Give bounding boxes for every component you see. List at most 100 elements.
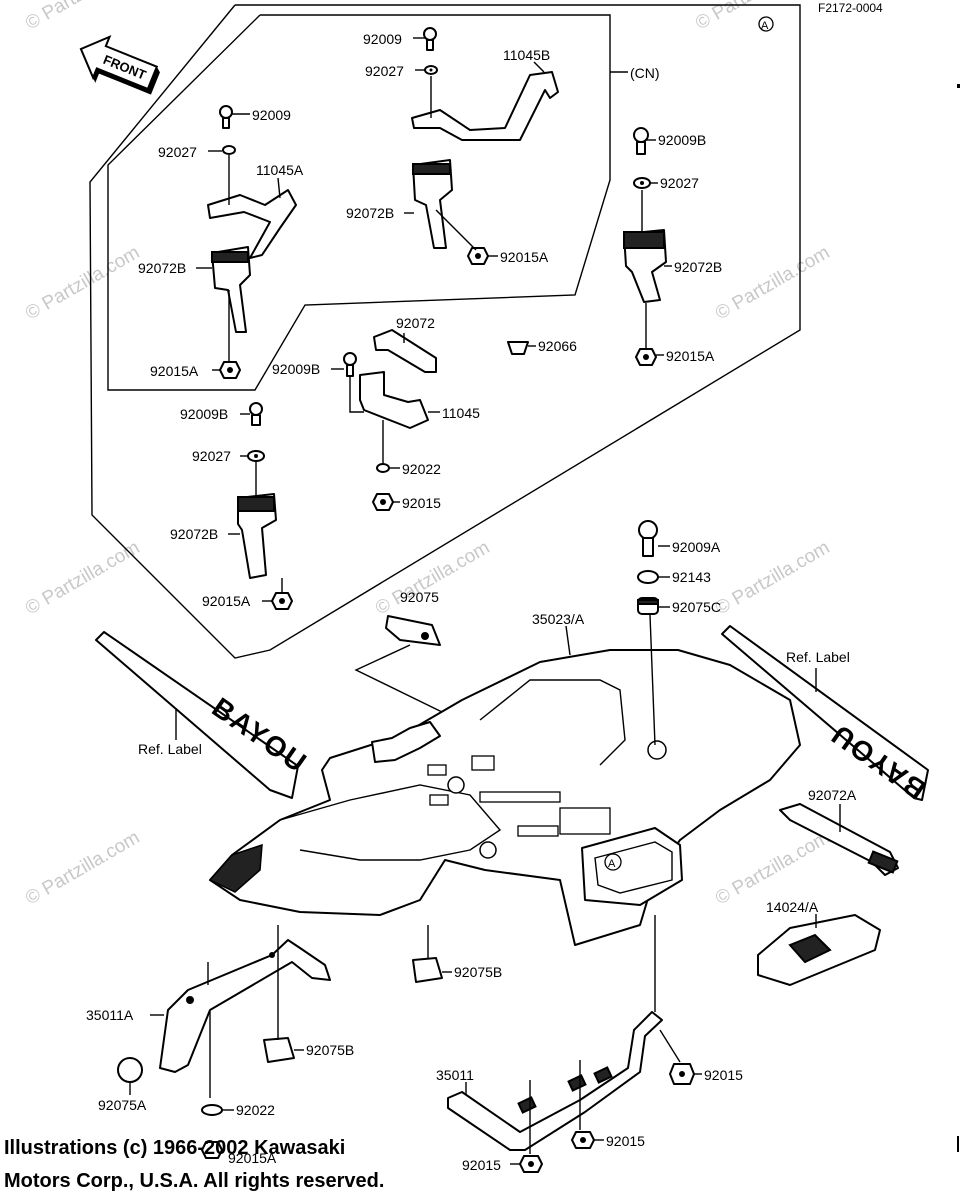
fender-underside — [208, 843, 263, 893]
callout-92072b: 92072B — [674, 259, 722, 275]
watermark: © Partzilla.com — [22, 537, 143, 619]
callout-92015a: 92015A — [202, 593, 251, 609]
callout-11045a: 11045A — [256, 162, 304, 178]
watermark: © Partzilla.com — [22, 0, 143, 34]
callout-92072a: 92072A — [808, 787, 857, 803]
watermark: © Partzilla.com — [712, 537, 833, 619]
fender-slot — [471, 755, 495, 771]
callout-92009b: 92009B — [272, 361, 320, 377]
fender-slot — [479, 791, 561, 803]
copyright-line-1: Illustrations (c) 1966-2002 Kawasaki — [4, 1137, 345, 1159]
fender-hole — [647, 740, 667, 760]
decal-left — [95, 631, 299, 799]
figure-number: F2172-0004 — [818, 1, 883, 15]
leader-92075-fender — [354, 644, 443, 713]
washer-92143 — [637, 570, 659, 584]
callout-92066: 92066 — [538, 338, 577, 354]
washer-92027 — [247, 450, 265, 462]
callout-92072: 92072 — [396, 315, 435, 331]
callout-92015a: 92015A — [500, 249, 549, 265]
leader-fender-bolt — [649, 614, 656, 746]
leader — [565, 625, 571, 656]
callout-92015: 92015 — [704, 1067, 743, 1083]
leader — [435, 209, 477, 251]
callout-92072b: 92072B — [138, 260, 186, 276]
bolt-92009b — [633, 127, 649, 155]
front-arrow: FRONT — [79, 34, 160, 95]
callout-92009b: 92009B — [180, 406, 228, 422]
bolt-92009b — [249, 402, 263, 426]
nut-92015a — [635, 348, 657, 366]
bolt-92009a — [638, 520, 658, 557]
callout-92009: 92009 — [363, 31, 402, 47]
clip-92075b — [412, 957, 443, 983]
callout-ref-label-right: Ref. Label — [786, 649, 850, 665]
callout-92015a: 92015A — [228, 1150, 277, 1166]
plug-92066 — [507, 341, 529, 355]
nut-92015a — [467, 247, 489, 265]
grommet-92075c — [637, 597, 659, 615]
callout-92027: 92027 — [158, 144, 197, 160]
washer-92022 — [201, 1104, 223, 1116]
stay-tab — [593, 1066, 613, 1084]
clip-92075b — [263, 1037, 295, 1063]
callout-92027: 92027 — [660, 175, 699, 191]
callout-92027: 92027 — [365, 63, 404, 79]
callout-92022: 92022 — [402, 461, 441, 477]
watermark: © Partzilla.com — [712, 242, 833, 324]
callout-35011a: 35011A — [86, 1007, 134, 1023]
nut-92015a — [271, 592, 293, 610]
callout-92009a: 92009A — [672, 539, 721, 555]
strap-buckle — [623, 231, 665, 249]
fender-marker: A — [608, 858, 616, 870]
callout-11045b: 11045B — [503, 47, 550, 63]
nut-92015a — [219, 361, 241, 379]
strap-buckle — [412, 163, 451, 175]
fender-slot — [517, 825, 559, 837]
callout-92075b: 92075B — [306, 1042, 354, 1058]
watermark: © Partzilla.com — [22, 827, 143, 909]
stay-35011 — [447, 1011, 663, 1151]
fender-slot — [429, 794, 449, 806]
strap-buckle — [211, 251, 249, 263]
bolt-92009 — [219, 105, 233, 129]
callout-92015a: 92015A — [150, 363, 199, 379]
callout-92075c: 92075C — [672, 599, 721, 615]
nut-92015 — [519, 1155, 543, 1173]
fender-hole — [479, 841, 497, 859]
callout-92009b: 92009B — [658, 132, 706, 148]
callout-92009: 92009 — [252, 107, 291, 123]
callout-92143: 92143 — [672, 569, 711, 585]
bracket-11045 — [359, 371, 429, 429]
stay-tab — [567, 1074, 587, 1092]
callout-92027: 92027 — [192, 448, 231, 464]
callout-ref-label-left: Ref. Label — [138, 741, 202, 757]
storage-box-lip — [594, 841, 673, 894]
pad-14024a-top — [788, 933, 832, 964]
callout-cn: (CN) — [630, 65, 660, 81]
cn-group-outline — [107, 14, 611, 391]
callout-92015: 92015 — [462, 1157, 501, 1173]
washer-92027 — [633, 177, 651, 189]
callout-35011: 35011 — [436, 1067, 474, 1083]
fender-hole — [447, 776, 465, 794]
callout-14024a: 14024/A — [766, 899, 819, 915]
region-marker-circle — [758, 16, 774, 32]
storage-box — [581, 827, 683, 906]
fender-panel — [479, 679, 626, 766]
edge-mark — [957, 1136, 959, 1152]
bolt-92009 — [423, 27, 437, 51]
copyright-line-2: Motors Corp., U.S.A. All rights reserved… — [4, 1170, 384, 1192]
washer-92022 — [376, 463, 390, 473]
leader-35011-nut — [659, 1029, 681, 1063]
callout-35023a: 35023/A — [532, 611, 585, 627]
stay-35011a — [159, 939, 331, 1073]
leader — [349, 376, 364, 413]
outer-group-outline — [89, 4, 801, 659]
stay-tab — [517, 1096, 537, 1114]
bracket-11045a — [207, 189, 297, 259]
callout-92015: 92015 — [606, 1133, 645, 1149]
nut-92015 — [669, 1063, 695, 1085]
leader — [277, 177, 281, 199]
